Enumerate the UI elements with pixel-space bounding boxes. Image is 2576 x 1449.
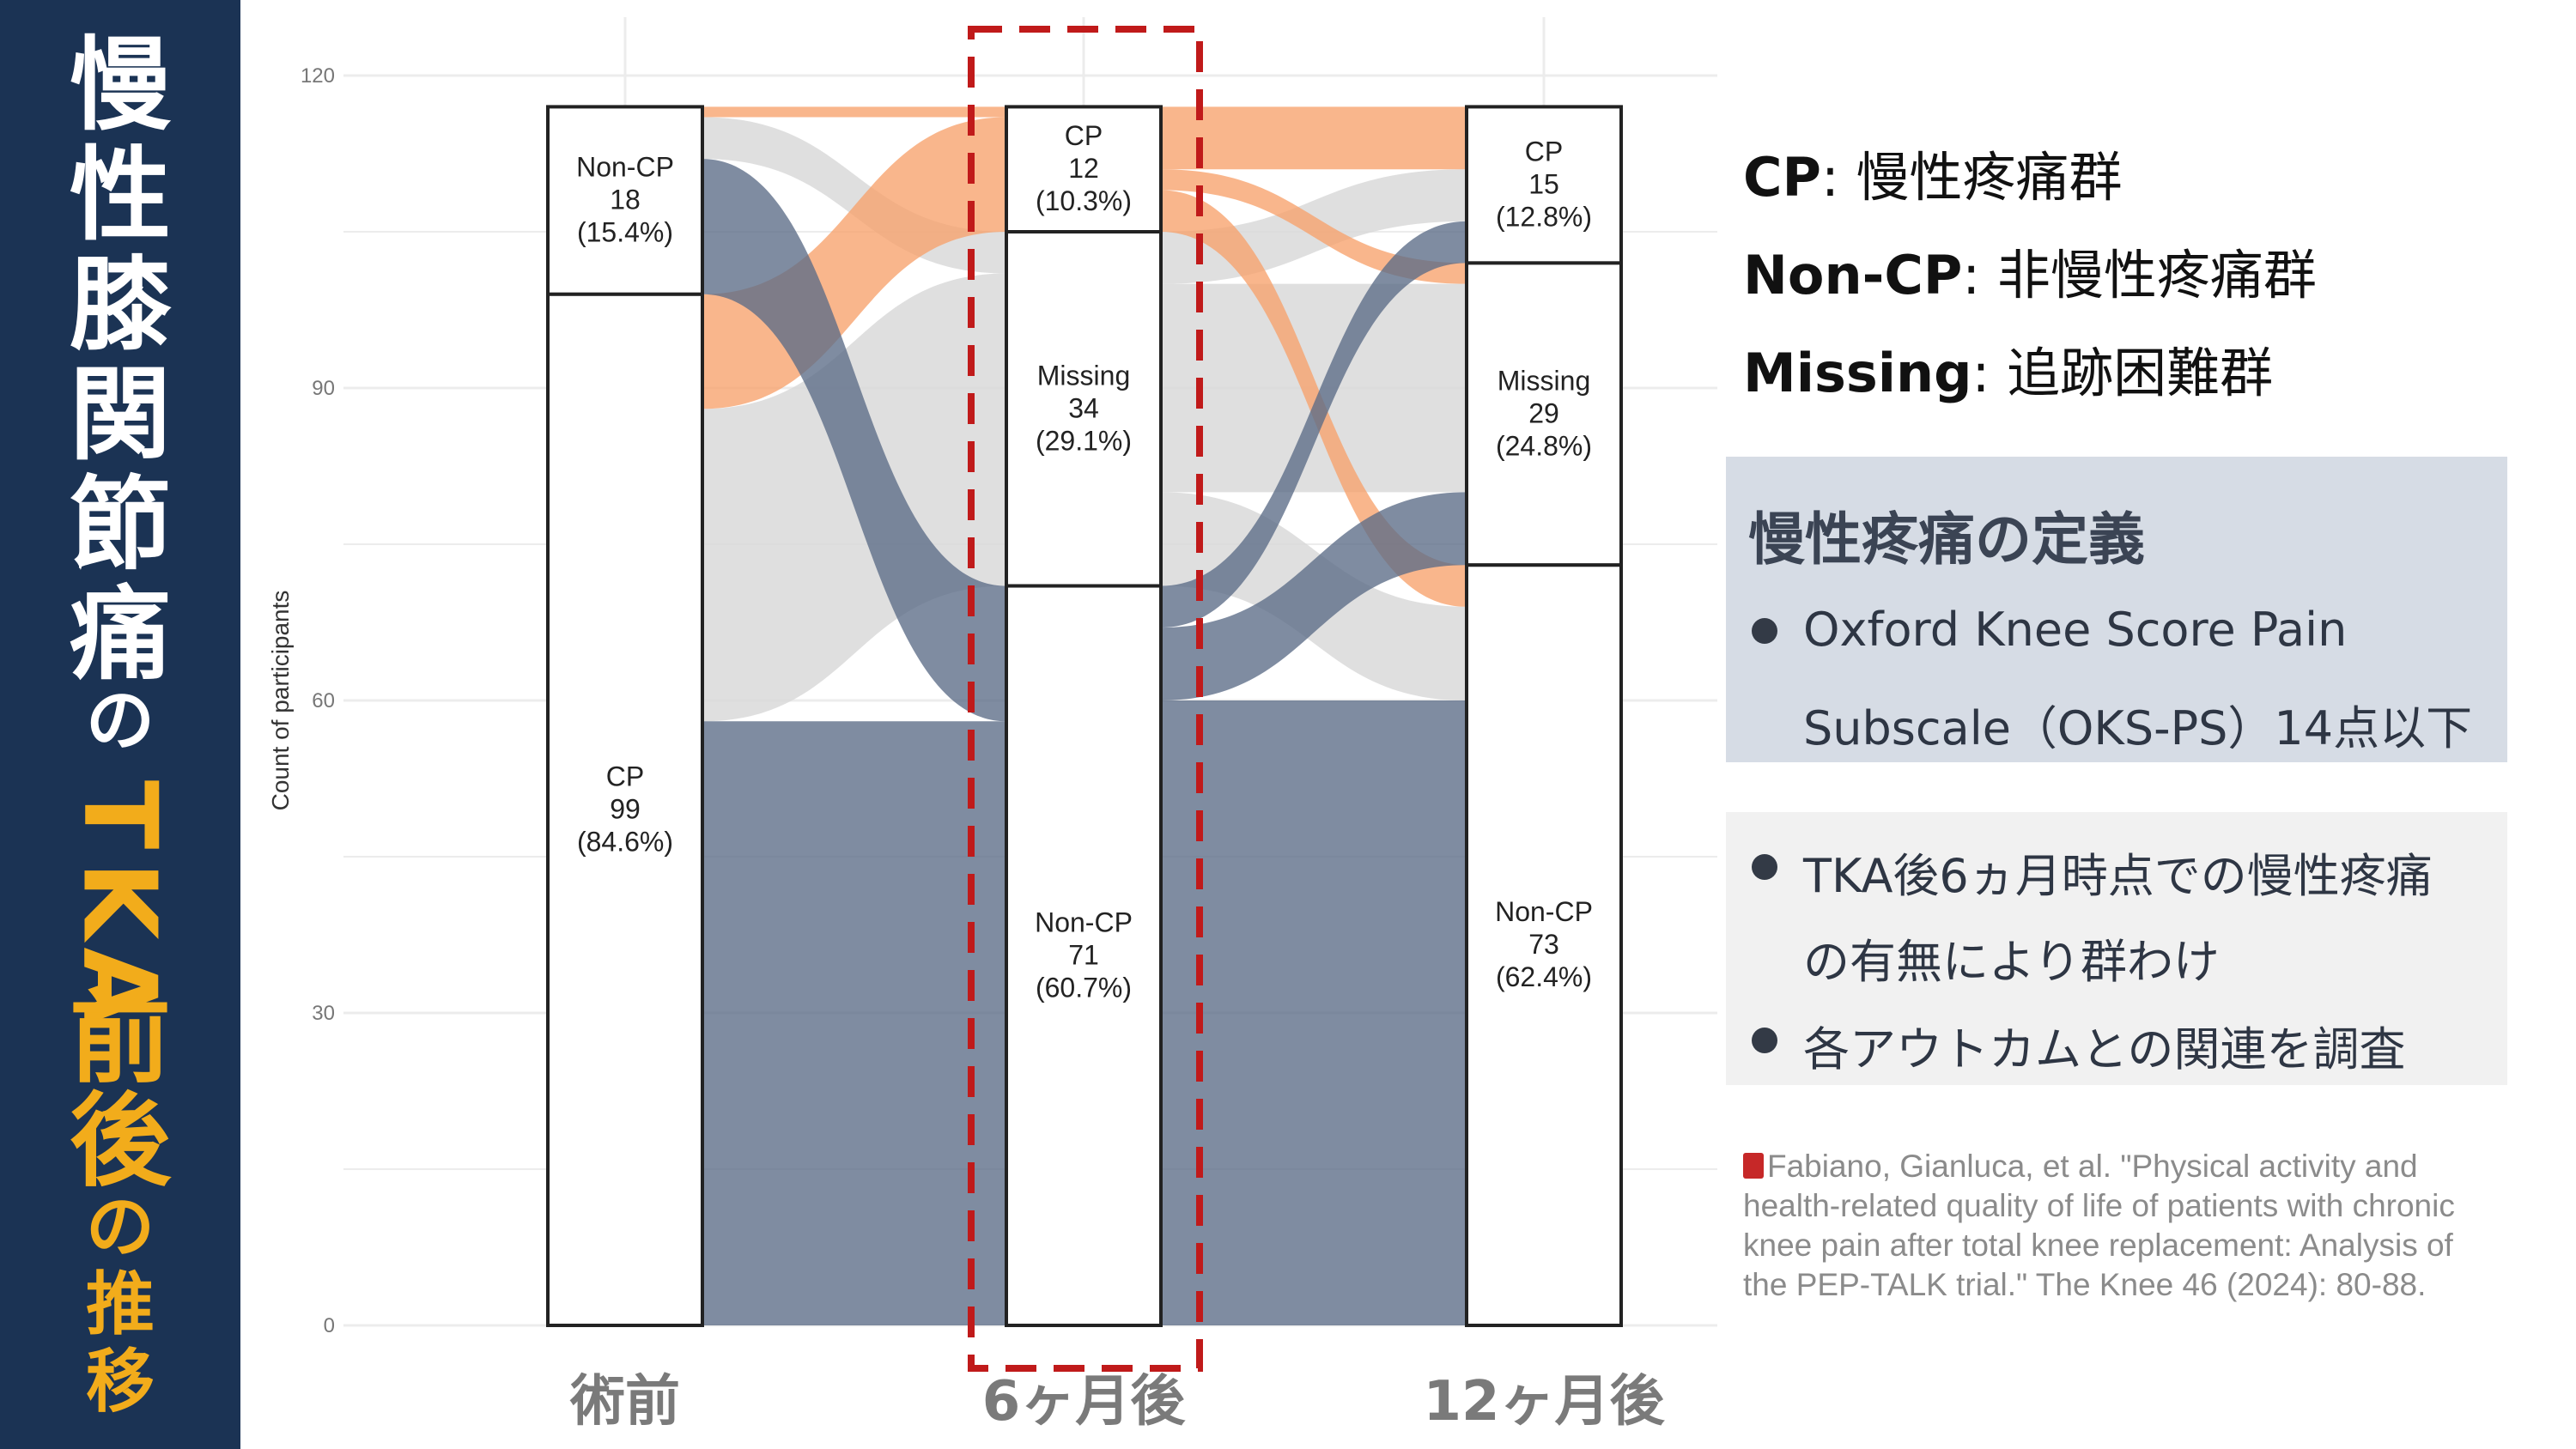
title-char: 膝 — [69, 246, 171, 364]
stratum-box — [1465, 563, 1623, 1327]
bullet-icon — [1752, 854, 1777, 880]
x-category-label: 6ヶ月後 — [982, 1370, 1187, 1434]
stratum-label: CP — [606, 761, 644, 791]
stratum-label: (60.7%) — [1036, 972, 1132, 1003]
flow-band — [702, 159, 1006, 722]
stratum-box — [1465, 261, 1623, 567]
flow-band — [1161, 700, 1467, 1325]
title-char: 痛 — [69, 575, 171, 694]
title-char: T — [61, 779, 179, 850]
legend-noncp: Non-CP: 非慢性疼痛群 — [1743, 244, 2317, 306]
y-tick-label: 30 — [312, 1002, 335, 1025]
stratum-label: 99 — [610, 793, 641, 824]
legend-cp: CP: 慢性疼痛群 — [1743, 146, 2123, 209]
x-category-label: 12ヶ月後 — [1423, 1370, 1665, 1434]
stratum-label: 29 — [1528, 397, 1559, 428]
definition-line: Oxford Knee Score Pain — [1803, 603, 2348, 657]
definition-line: Subscale（OKS-PS）14点以下 — [1803, 701, 2473, 755]
title-char: 前 — [69, 979, 171, 1097]
legend-missing: Missing: 追跡困難群 — [1743, 342, 2274, 404]
stratum-label: (12.8%) — [1496, 201, 1592, 232]
flow-band — [702, 106, 1006, 118]
stratum-label: Missing — [1498, 365, 1590, 396]
x-category-label: 術前 — [569, 1370, 680, 1434]
stratum-label: 71 — [1068, 939, 1099, 970]
stratum-label: (84.6%) — [577, 826, 673, 857]
stratum-box — [546, 292, 704, 1327]
title-char: 推 — [86, 1264, 155, 1344]
title-char: 移 — [86, 1342, 155, 1422]
title-sidebar: 慢 性 膝 関 節 痛 の T K A 前 後 の 推 移 — [0, 0, 240, 1449]
y-tick-label: 60 — [312, 689, 335, 712]
title-char: 後 — [69, 1082, 171, 1200]
stratum-box — [1005, 584, 1163, 1327]
stratum-box — [1005, 105, 1163, 234]
flow-band — [1161, 106, 1467, 170]
title-char: 性 — [69, 136, 171, 254]
y-axis-label: Count of participants — [267, 591, 294, 811]
stratum-label: 34 — [1068, 392, 1099, 423]
alluvial-chart: Non-CP18(15.4%)CP99(84.6%)CP12(10.3%)Mis… — [267, 17, 1717, 1434]
stratum-label: CP — [1065, 120, 1103, 151]
book-icon — [1743, 1153, 1764, 1179]
method-line: TKA後6ヵ月時点での慢性疼痛 — [1803, 849, 2433, 903]
y-tick-label: 0 — [324, 1314, 335, 1337]
stratum-label: 15 — [1528, 168, 1559, 199]
method-box — [1726, 812, 2507, 1085]
bullet-icon — [1752, 1028, 1777, 1053]
stratum-box — [1005, 230, 1163, 588]
stratum-label: Missing — [1037, 360, 1130, 391]
title-char: K — [60, 861, 179, 940]
title-char: 関 — [69, 355, 171, 474]
flow-band — [1161, 190, 1467, 607]
stratum-label: 73 — [1528, 929, 1559, 960]
flow-band — [1161, 169, 1467, 284]
method-line: の有無により群わけ — [1803, 935, 2220, 989]
bullet-icon — [1752, 618, 1777, 644]
stratum-box — [546, 105, 704, 296]
stratum-label: 18 — [610, 185, 641, 215]
method-line: 各アウトカムとの関連を調査 — [1803, 1022, 2406, 1076]
flow-band — [702, 721, 1006, 1325]
stratum-label: (62.4%) — [1496, 961, 1592, 992]
y-tick-label: 90 — [312, 377, 335, 400]
definition-box — [1726, 457, 2507, 762]
stratum-label: Non-CP — [1495, 896, 1593, 927]
flow-band — [1161, 492, 1467, 700]
stratum-label: CP — [1525, 136, 1563, 167]
definition-title: 慢性疼痛の定義 — [1748, 506, 2145, 573]
title-char: 慢 — [69, 26, 171, 144]
stratum-label: (24.8%) — [1496, 430, 1592, 461]
highlight-box — [968, 26, 1203, 1372]
y-tick-label: 120 — [301, 64, 335, 88]
title-char: 節 — [69, 465, 171, 584]
stratum-label: Non-CP — [1035, 906, 1133, 937]
title-char: の — [86, 1187, 155, 1267]
title-char: の — [86, 681, 155, 761]
stratum-label: (15.4%) — [577, 217, 673, 248]
stratum-label: 12 — [1068, 153, 1099, 184]
reference-citation: Fabiano, Gianluca, et al. "Physical acti… — [1743, 1149, 2455, 1302]
flow-band — [1161, 221, 1467, 628]
stratum-label: Non-CP — [576, 152, 674, 183]
stratum-label: (10.3%) — [1036, 185, 1132, 216]
stratum-label: (29.1%) — [1036, 425, 1132, 456]
stratum-box — [1465, 105, 1623, 265]
